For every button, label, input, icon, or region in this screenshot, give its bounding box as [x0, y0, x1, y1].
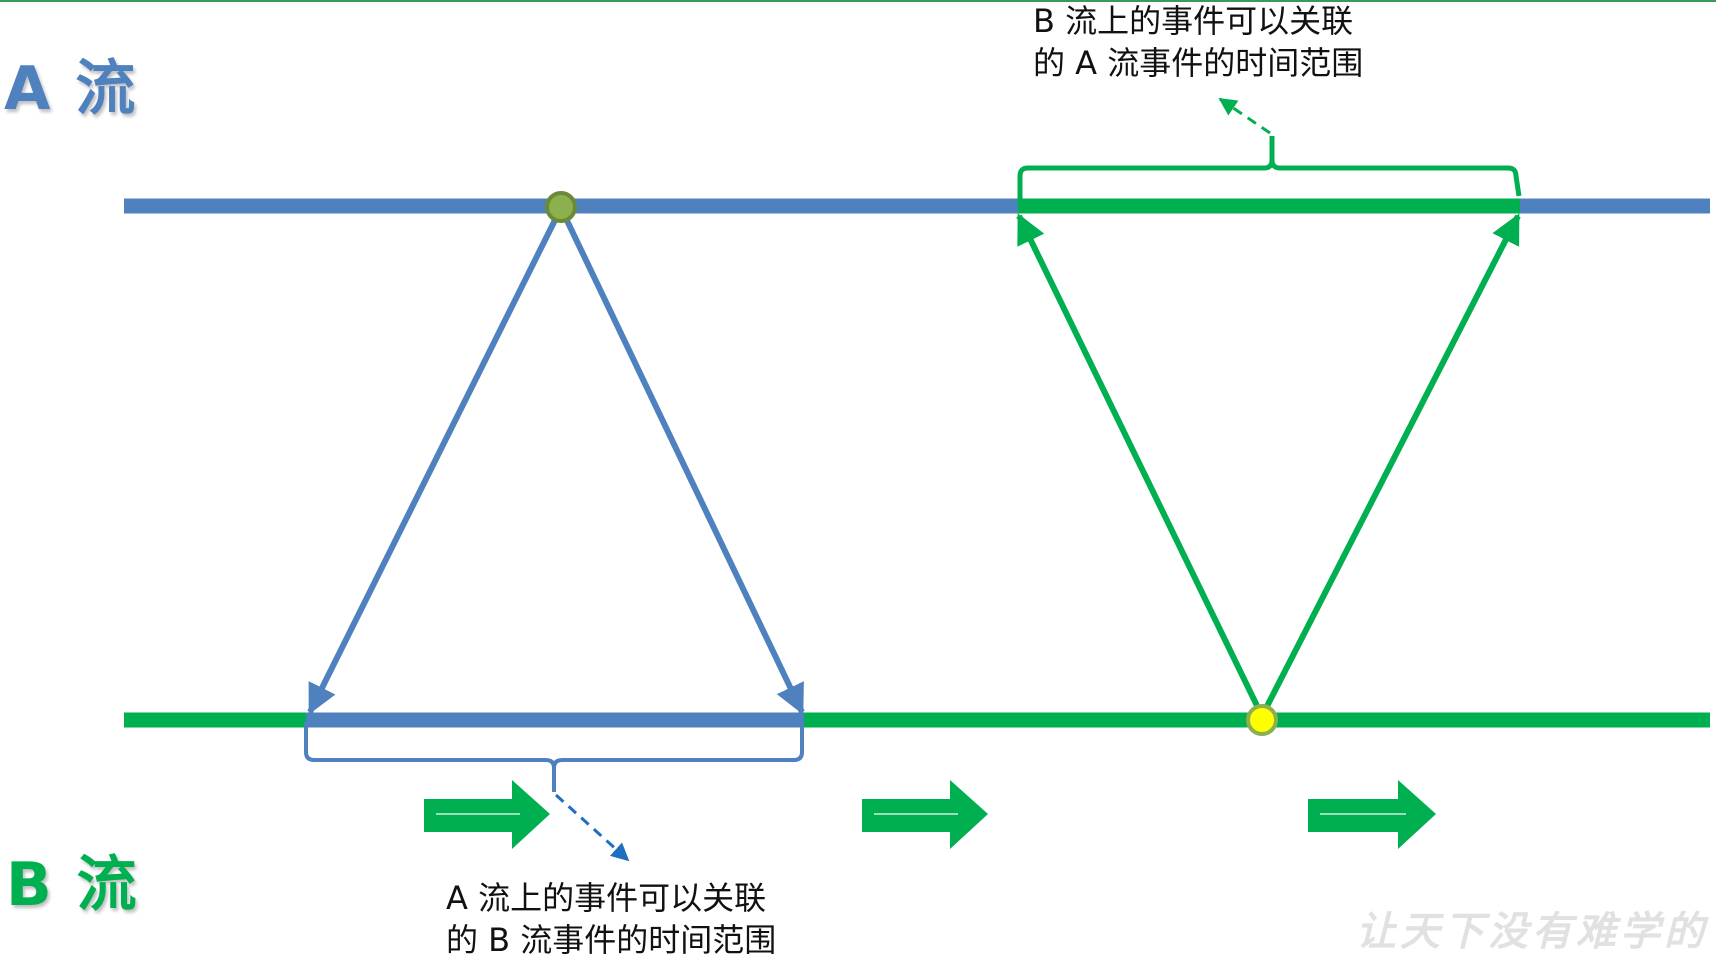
time-direction-arrow-2: [862, 780, 988, 849]
blue-annotation-pointer: [554, 793, 630, 862]
blue-range-brace: [304, 722, 804, 792]
top-rule: [0, 0, 1716, 2]
green-range-arrow-left: [1016, 213, 1265, 718]
time-direction-arrow-1: [424, 780, 550, 849]
stream-a-event-point: [545, 191, 577, 223]
stream-a-range-annotation: A 流上的事件可以关联 的 B 流事件的时间范围: [446, 877, 776, 961]
green-annotation-pointer: [1218, 97, 1271, 135]
blue-range-arrow-right: [558, 206, 805, 715]
stream-b-range-annotation: B 流上的事件可以关联 的 A 流事件的时间范围: [1033, 0, 1363, 84]
annotation-line: 的 A 流事件的时间范围: [1033, 44, 1364, 82]
stream-a-label: A 流: [4, 54, 138, 124]
time-direction-arrow-3: [1308, 780, 1436, 849]
stream-b-event-point: [1246, 704, 1278, 736]
green-range-arrow-right: [1259, 213, 1521, 718]
blue-range-arrow-left: [307, 206, 564, 715]
watermark: 让天下没有难学的: [1356, 908, 1708, 955]
green-range-brace: [1017, 136, 1522, 206]
annotation-line: 的 B 流事件的时间范围: [446, 921, 777, 959]
annotation-line: A 流上的事件可以关联: [446, 879, 767, 917]
annotation-line: B 流上的事件可以关联: [1033, 2, 1354, 40]
stream-b-label: B 流: [6, 850, 139, 920]
